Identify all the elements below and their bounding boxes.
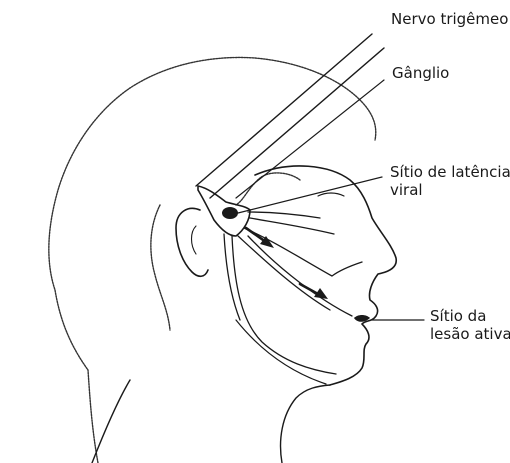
nerve-branch-mid-2: [238, 236, 330, 310]
neck-front: [281, 385, 330, 463]
nerve-branch-upper-2: [250, 218, 334, 234]
trigeminal-nerve-line-b: [210, 48, 384, 198]
nerve-branch-mid-1: [244, 228, 362, 276]
eyebrow: [318, 193, 344, 196]
arrow-1-shaft: [246, 228, 266, 242]
label-latency-site-line2: viral: [390, 181, 423, 199]
arrow-2-shaft: [300, 284, 318, 294]
label-latency-site-line1: Sítio de latência: [390, 163, 510, 181]
ear-inner: [192, 226, 197, 254]
nerve-to-lesion: [248, 236, 352, 316]
label-active-lesion-line2: lesão ativa: [430, 325, 510, 343]
label-active-lesion-line1: Sítio da: [430, 307, 486, 325]
label-ganglion: Gânglio: [392, 64, 449, 82]
hair-sideburn: [151, 205, 170, 330]
label-trigeminal-nerve: Nervo trigêmeo: [391, 10, 508, 28]
viral-latency-dot: [222, 207, 238, 219]
neck-back: [92, 380, 130, 463]
ganglion-leader: [236, 80, 384, 198]
jaw-line: [236, 320, 326, 384]
nerve-branch-upper-1: [248, 212, 320, 218]
nerve-branch-lower-1: [232, 236, 336, 374]
latency-leader: [238, 177, 382, 213]
hair-outline: [49, 57, 376, 463]
